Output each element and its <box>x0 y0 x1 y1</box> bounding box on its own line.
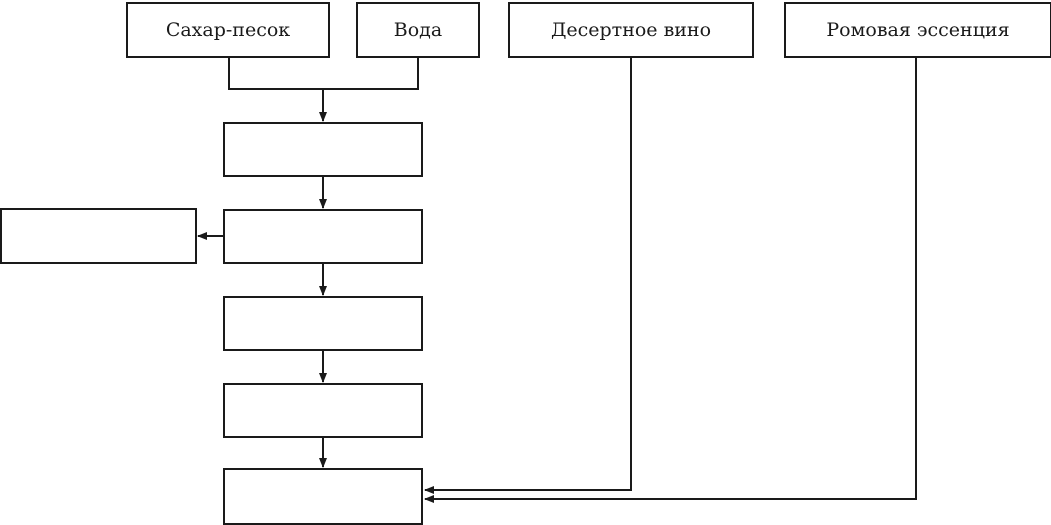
process-step-5 <box>223 468 423 525</box>
side-output-box <box>0 208 197 264</box>
process-step-2 <box>223 209 423 264</box>
ingredient-rum-essence: Ромовая эссенция <box>784 2 1051 58</box>
ingredient-sugar: Сахар-песок <box>126 2 330 58</box>
connector-wine-to-final <box>424 58 632 494</box>
ingredient-dessert-wine: Десертное вино <box>508 2 754 58</box>
process-step-3 <box>223 296 423 351</box>
connector-water-merge <box>323 57 419 90</box>
process-step-1 <box>223 122 423 177</box>
connector-sugar-merge <box>228 57 323 90</box>
ingredient-water: Вода <box>356 2 480 58</box>
connector-rum-to-final <box>424 58 917 503</box>
process-step-4 <box>223 383 423 438</box>
